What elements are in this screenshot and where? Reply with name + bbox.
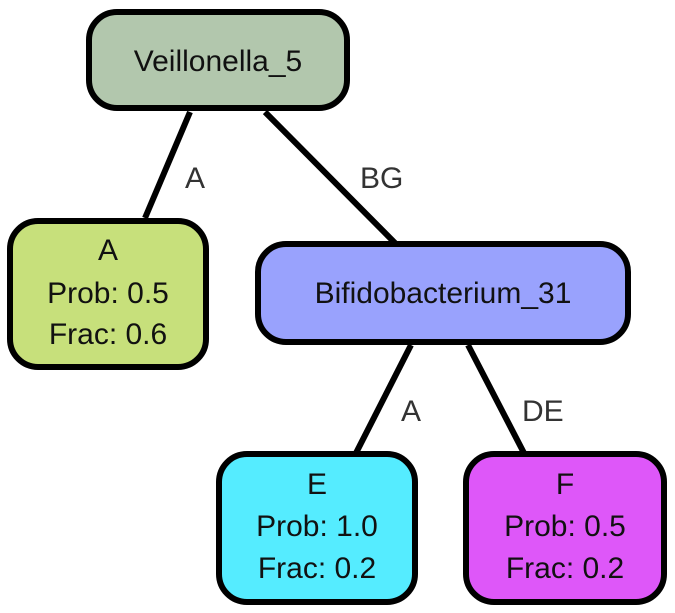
leaf-node-a-label: A xyxy=(98,234,118,267)
node-bifidobacterium-box xyxy=(255,241,631,345)
leaf-node-e-frac: Frac: 0.2 xyxy=(258,552,376,585)
edge-root-to-bifido xyxy=(262,109,398,246)
edge-label-bifido-to-e: A xyxy=(401,395,421,428)
edge-root-to-a xyxy=(142,110,193,220)
leaf-node-f-frac: Frac: 0.2 xyxy=(506,552,624,585)
leaf-node-e: E Prob: 1.0 Frac: 0.2 xyxy=(216,451,418,605)
leaf-node-e-prob: Prob: 1.0 xyxy=(256,510,378,543)
node-bifidobacterium-label: Bifidobacterium_31 xyxy=(315,277,572,310)
leaf-node-f-box xyxy=(463,451,667,605)
leaf-node-e-label: E xyxy=(307,468,327,501)
leaf-node-a-box xyxy=(7,218,209,370)
edge-bifido-to-f xyxy=(465,343,528,457)
edge-bifido-to-e xyxy=(352,343,414,457)
leaf-node-a-prob: Prob: 0.5 xyxy=(47,277,169,310)
leaf-node-e-box xyxy=(216,451,418,605)
node-veillonella: Veillonella_5 xyxy=(86,9,350,111)
leaf-node-a: A Prob: 0.5 Frac: 0.6 xyxy=(7,218,209,370)
leaf-node-f-label: F xyxy=(556,468,574,501)
leaf-node-f-prob: Prob: 0.5 xyxy=(504,510,626,543)
node-bifidobacterium: Bifidobacterium_31 xyxy=(255,241,631,345)
edge-label-bifido-to-f: DE xyxy=(522,395,564,428)
edge-label-root-to-bifido: BG xyxy=(360,162,403,195)
edge-label-root-to-a: A xyxy=(185,162,205,195)
leaf-node-a-frac: Frac: 0.6 xyxy=(49,318,167,351)
node-veillonella-box xyxy=(86,9,350,111)
node-veillonella-label: Veillonella_5 xyxy=(134,45,302,78)
leaf-node-f: F Prob: 0.5 Frac: 0.2 xyxy=(463,451,667,605)
